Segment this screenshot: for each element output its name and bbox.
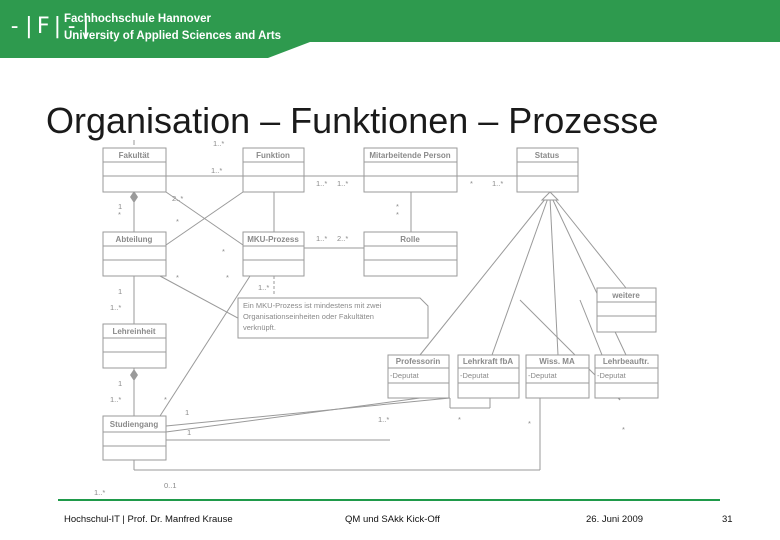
constraint-note xyxy=(237,297,429,339)
multiplicity: 1..* xyxy=(110,303,121,312)
attribute-deputat: -Deputat xyxy=(528,371,558,380)
slide-title: Organisation – Funktionen – Prozesse xyxy=(46,100,659,141)
aggregation-diamond xyxy=(130,369,138,381)
multiplicity: * xyxy=(470,179,473,188)
class-mku-prozess: MKU-Prozess xyxy=(247,235,299,244)
multiplicity: 1..* xyxy=(316,179,327,188)
multiplicity: 1 xyxy=(118,202,122,211)
attribute-deputat: -Deputat xyxy=(597,371,627,380)
class-lehrkraft: Lehrkraft fbA xyxy=(463,357,513,366)
footer-author: Hochschul-IT | Prof. Dr. Manfred Krause xyxy=(64,514,233,525)
multiplicity: * xyxy=(528,419,531,428)
multiplicity: 1 xyxy=(118,379,122,388)
attribute-deputat: -Deputat xyxy=(460,371,490,380)
class-professorin: Professorin xyxy=(396,357,441,366)
class-funktion: Funktion xyxy=(256,151,290,160)
multiplicity: 1 xyxy=(185,408,189,417)
class-status: Status xyxy=(535,151,560,160)
multiplicity: * xyxy=(226,273,229,282)
multiplicity: * xyxy=(458,415,461,424)
university-logo: -|F|-| xyxy=(8,14,94,39)
footer-date: 26. Juni 2009 xyxy=(586,514,644,525)
multiplicity: * xyxy=(176,273,179,282)
multiplicity: 1..* xyxy=(316,234,327,243)
note-line-1: Ein MKU-Prozess ist mindestens mit zwei xyxy=(243,301,382,310)
header-bar: -|F|-| Fachhochschule Hannover Universit… xyxy=(0,0,780,58)
class-wiss-ma: Wiss. MA xyxy=(539,357,575,366)
class-abteilung: Abteilung xyxy=(116,235,153,244)
multiplicity: 1..* xyxy=(94,488,105,497)
multiplicity: 2..* xyxy=(337,234,348,243)
class-mitarbeitende-person: Mitarbeitende Person xyxy=(369,151,450,160)
class-studiengang: Studiengang xyxy=(110,420,159,429)
multiplicity: 1 xyxy=(187,428,191,437)
class-fakultaet: Fakultät xyxy=(119,151,150,160)
multiplicity: * xyxy=(396,202,399,211)
multiplicity: 2..* xyxy=(172,194,183,203)
university-name: Fachhochschule Hannover xyxy=(64,13,211,25)
class-lehrbeauftr: Lehrbeauftr. xyxy=(603,357,649,366)
generalization-arrow xyxy=(540,191,560,201)
multiplicity: 1..* xyxy=(378,415,389,424)
multiplicity: * xyxy=(396,210,399,219)
multiplicity: * xyxy=(622,425,625,434)
multiplicity: 1..* xyxy=(110,395,121,404)
multiplicity: * xyxy=(176,217,179,226)
footer-divider xyxy=(58,499,720,501)
multiplicity: 1..* xyxy=(492,179,503,188)
multiplicity: * xyxy=(222,247,225,256)
multiplicity: * xyxy=(118,210,121,219)
note-line-3: verknüpft. xyxy=(243,323,276,332)
multiplicity: 1..* xyxy=(337,179,348,188)
class-lehreinheit: Lehreinheit xyxy=(112,327,155,336)
multiplicity: 1..* xyxy=(213,139,224,148)
multiplicity: 0..1 xyxy=(164,481,177,490)
footer-event: QM und SAkk Kick-Off xyxy=(345,514,440,525)
multiplicity: 1..* xyxy=(211,166,222,175)
note-line-2: Organisationseinheiten oder Fakultäten xyxy=(243,312,374,321)
university-name-english: University of Applied Sciences and Arts xyxy=(64,30,282,42)
aggregation-diamond xyxy=(130,191,138,203)
class-weitere: weitere xyxy=(611,291,640,300)
class-rolle: Rolle xyxy=(400,235,420,244)
page-number: 31 xyxy=(722,514,733,525)
attribute-deputat: -Deputat xyxy=(390,371,420,380)
multiplicity: 1 xyxy=(118,287,122,296)
multiplicity: 1..* xyxy=(258,283,269,292)
multiplicity: * xyxy=(164,395,167,404)
header-background xyxy=(0,0,780,58)
